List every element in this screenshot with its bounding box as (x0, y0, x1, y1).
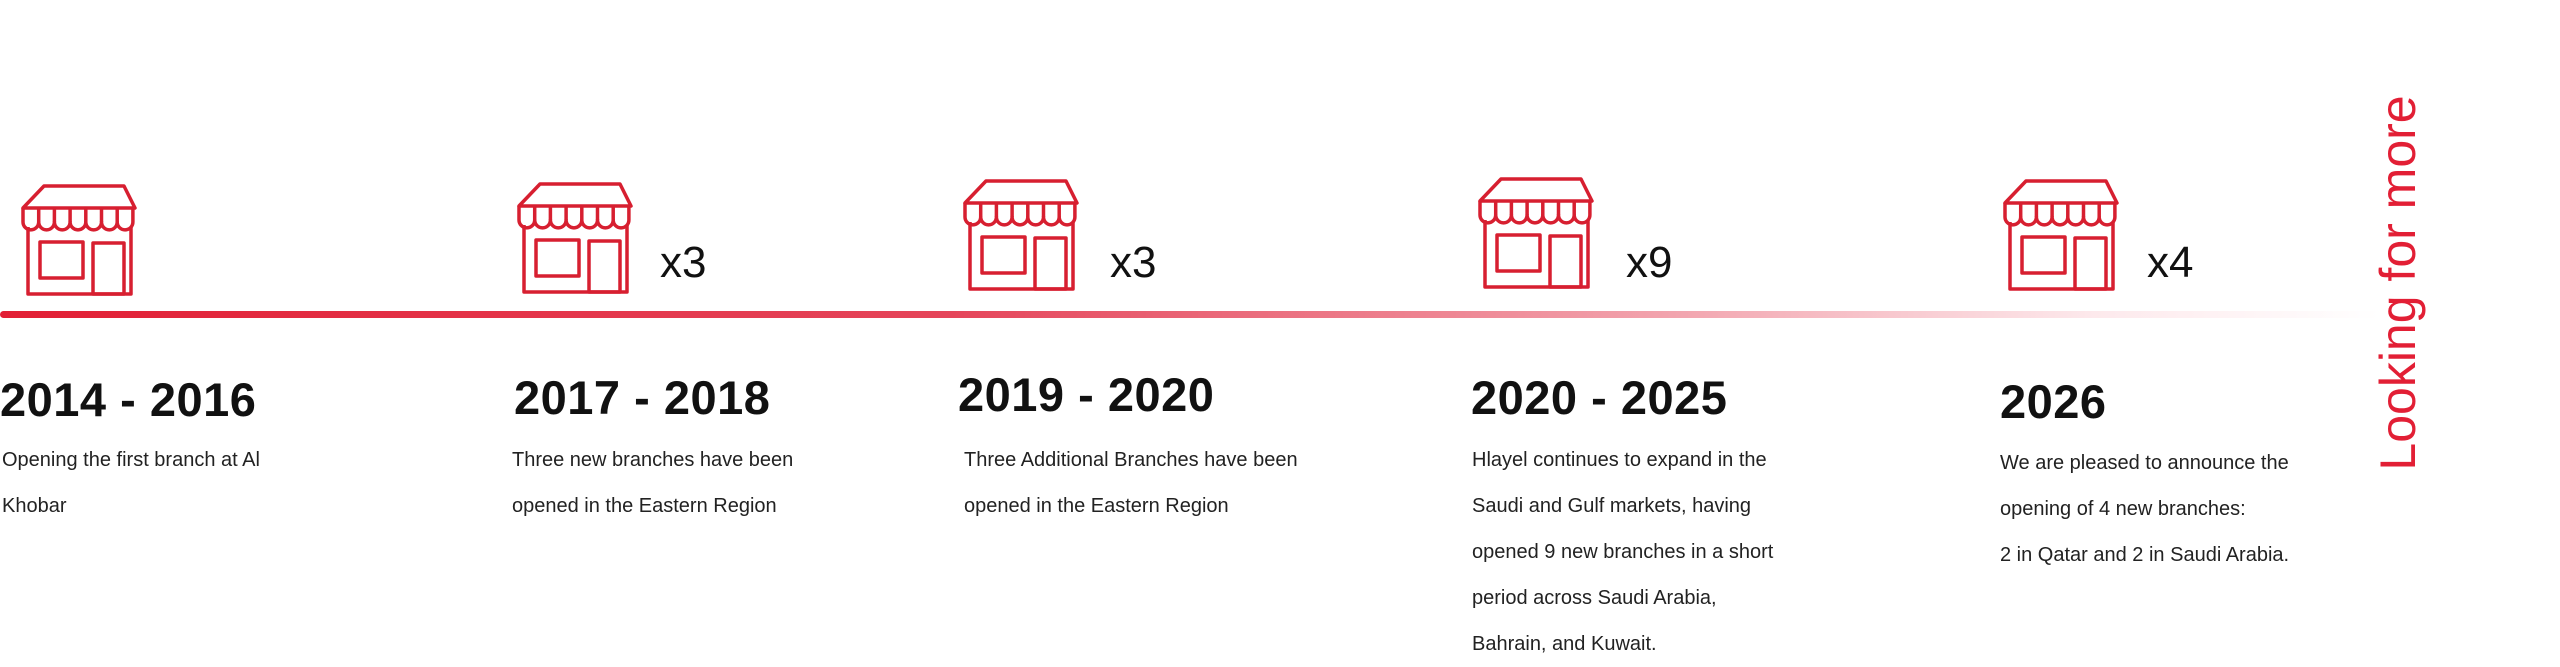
milestone-description: Three Additional Branches have been open… (964, 449, 1298, 517)
branch-multiplier: x3 (1110, 238, 1157, 287)
branch-multiplier: x9 (1626, 238, 1673, 287)
milestone-description: Opening the first branch at Al Khobar (2, 449, 260, 517)
milestone-years: 2020 - 2025 (1471, 371, 1728, 424)
milestone-description: Three new branches have been opened in t… (512, 449, 794, 517)
branch-multiplier: x3 (660, 238, 707, 287)
store-icon (2000, 179, 2124, 293)
description-line: We are pleased to announce the opening o… (2000, 452, 2289, 520)
store-icon (960, 179, 1084, 293)
milestone-years: 2017 - 2018 (514, 371, 771, 424)
milestone-years: 2026 (2000, 375, 2107, 428)
store-icon (1475, 177, 1599, 291)
milestone-years: 2014 - 2016 (0, 373, 257, 426)
store-icon (514, 182, 638, 296)
looking-for-more-label: Looking for more (2370, 95, 2426, 471)
branch-multiplier: x4 (2147, 238, 2194, 287)
milestone-description: Hlayel continues to expand in the Saudi … (1472, 449, 1774, 655)
description-line: 2 in Qatar and 2 in Saudi Arabia. (2000, 544, 2290, 566)
store-icon (18, 184, 142, 298)
timeline-line (0, 311, 2380, 318)
milestone-description: We are pleased to announce the opening o… (2000, 440, 2340, 578)
milestone-years: 2019 - 2020 (958, 368, 1215, 421)
